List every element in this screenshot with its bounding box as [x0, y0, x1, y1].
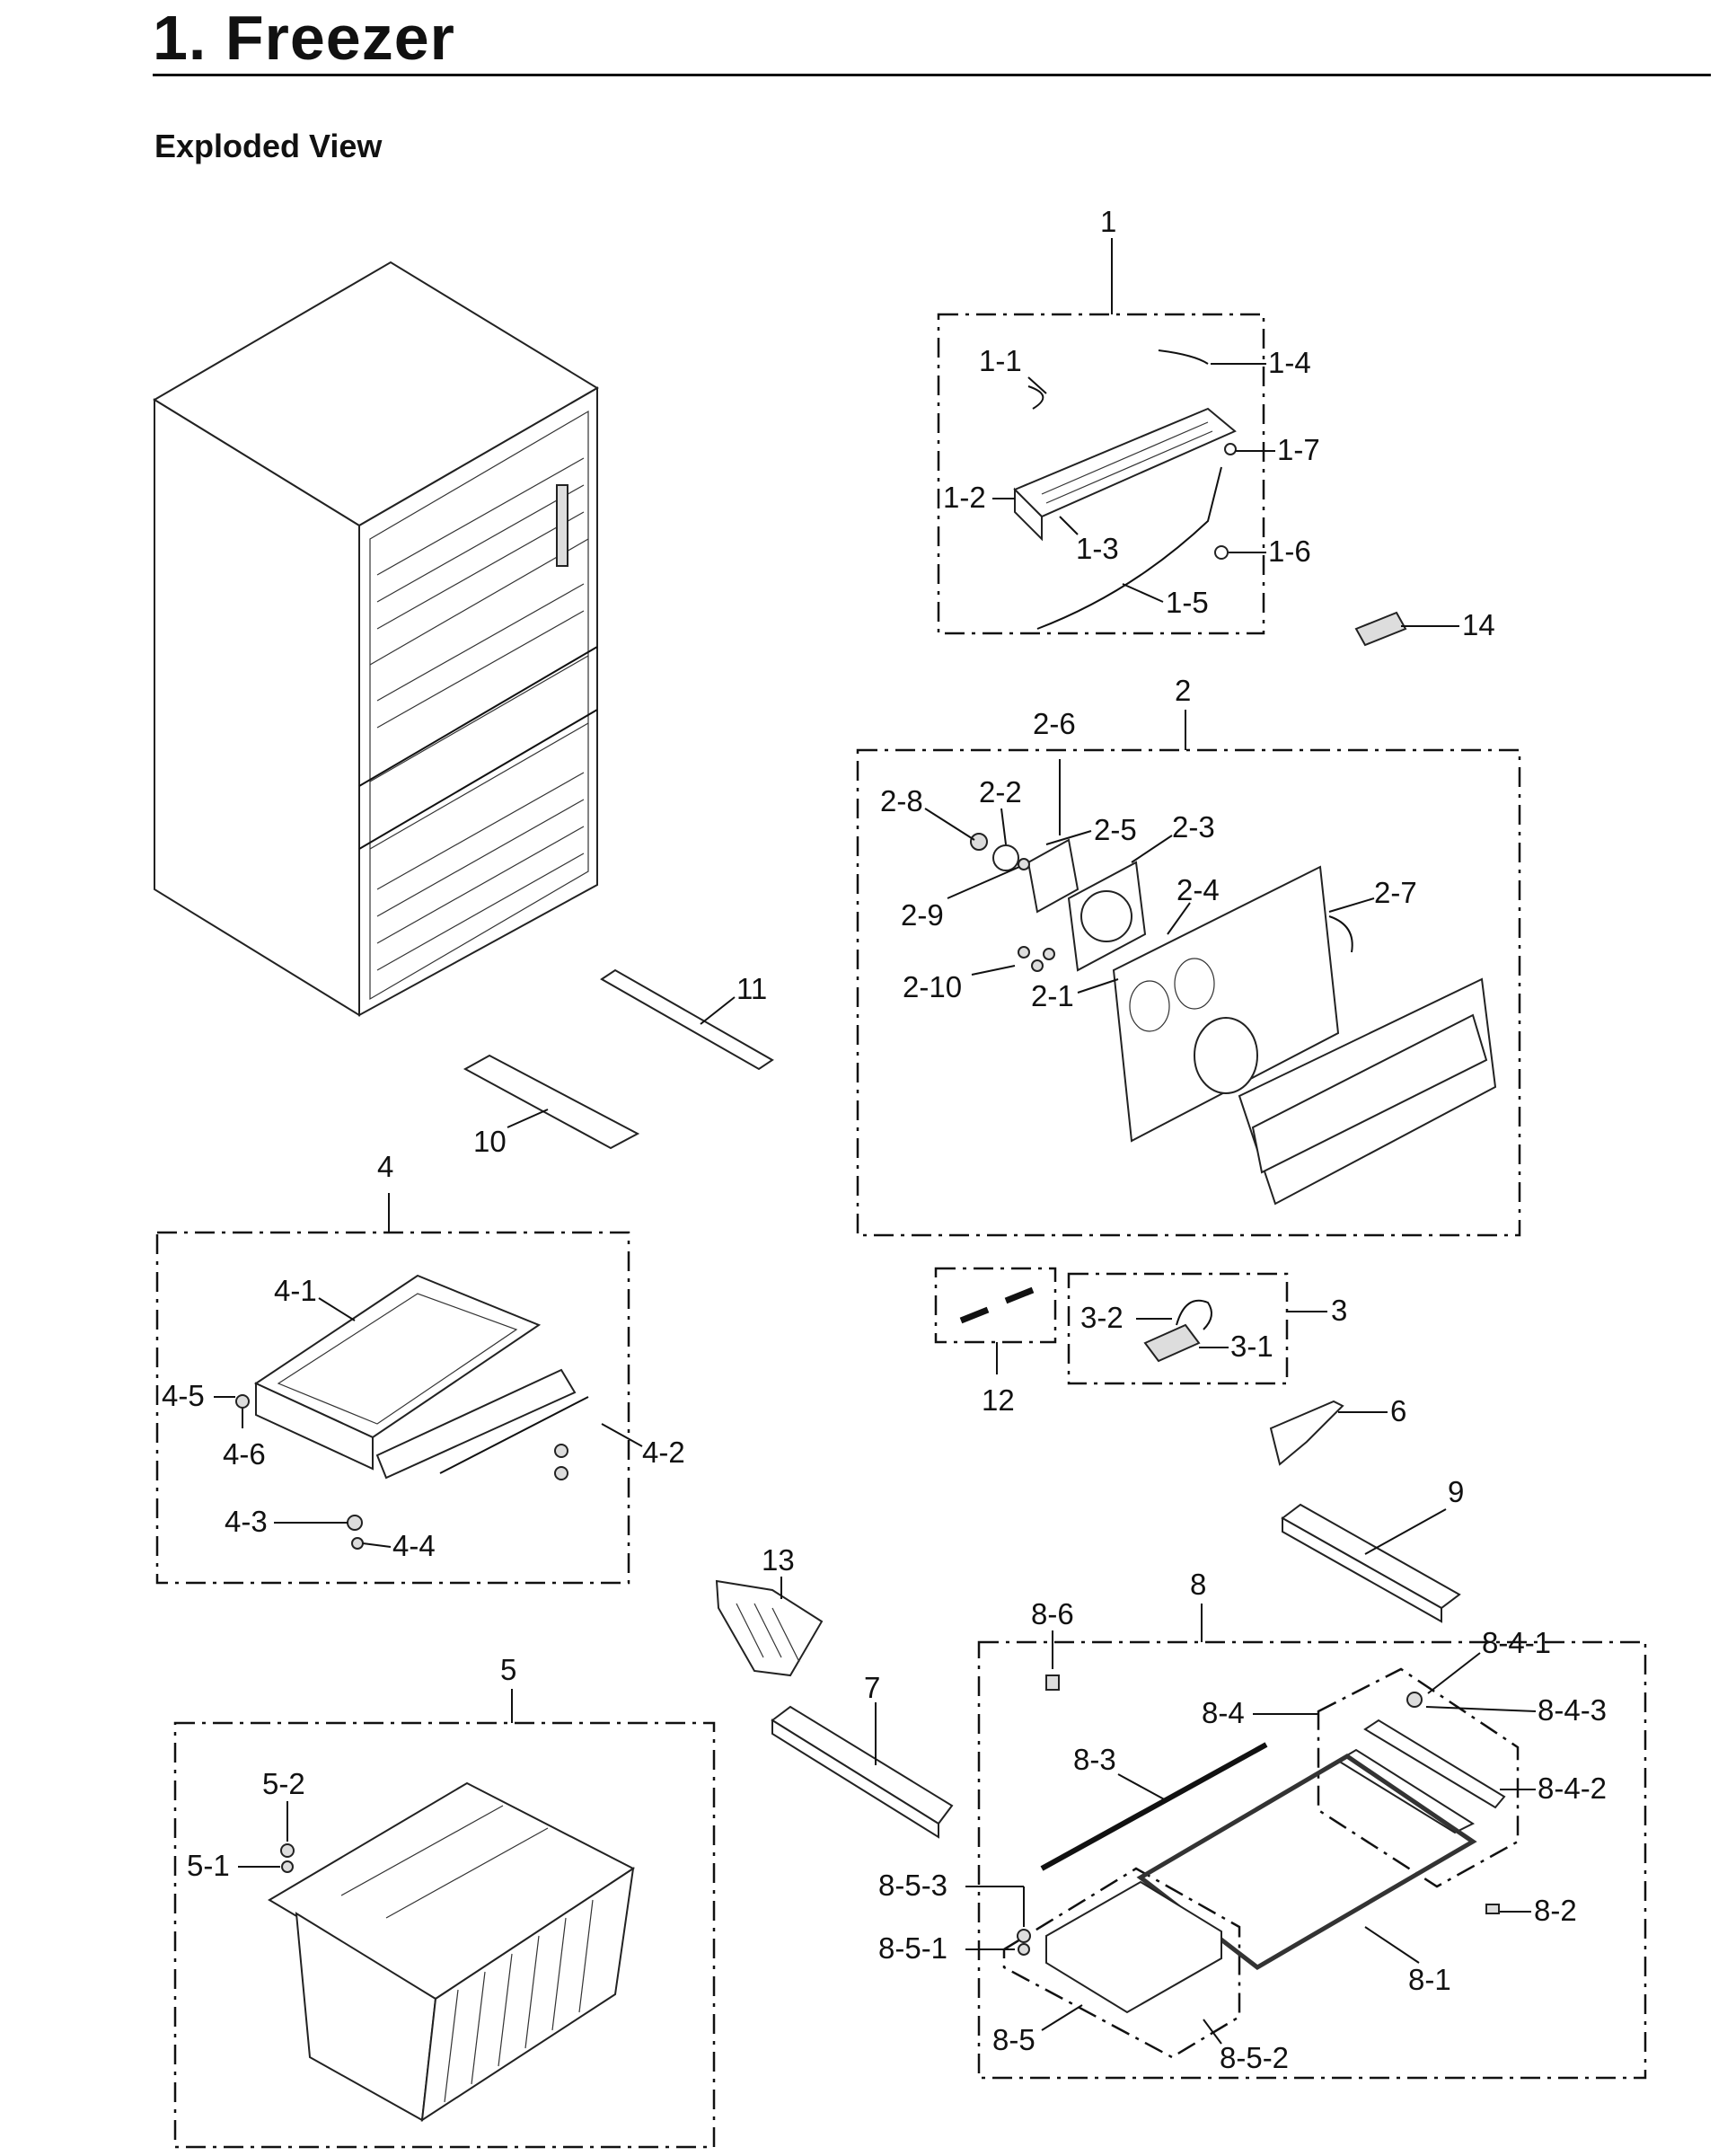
- callout-1-2: 1-2: [943, 481, 986, 514]
- callout-2-2: 2-2: [979, 775, 1022, 808]
- callout-2-8: 2-8: [880, 784, 923, 817]
- callout-14: 14: [1462, 608, 1495, 641]
- callout-2-9: 2-9: [901, 898, 944, 932]
- callout-1-4: 1-4: [1268, 346, 1311, 379]
- callout-2-1: 2-1: [1031, 979, 1074, 1012]
- callout-2-4: 2-4: [1176, 873, 1220, 906]
- callout-8-1: 8-1: [1408, 1963, 1451, 1996]
- callout-5-2: 5-2: [262, 1767, 305, 1800]
- group-8-box: [977, 1640, 1647, 2080]
- callout-4-2: 4-2: [642, 1436, 685, 1469]
- callout-8-4-3: 8-4-3: [1538, 1693, 1607, 1727]
- callout-8-5-2: 8-5-2: [1220, 2041, 1289, 2074]
- part-9: [1281, 1503, 1461, 1610]
- evaporator-assembly: [1013, 349, 1237, 630]
- part-12-b: [1004, 1286, 1035, 1304]
- group-4-box: [155, 1231, 630, 1585]
- sensor-assembly: [1143, 1299, 1212, 1363]
- callout-8-5-3: 8-5-3: [878, 1869, 947, 1902]
- group-2-box: [856, 748, 1521, 1237]
- section-title: 1. Freezer: [153, 3, 455, 73]
- callout-8-3: 8-3: [1073, 1743, 1116, 1776]
- callout-5: 5: [500, 1653, 516, 1686]
- callout-1-7: 1-7: [1277, 433, 1320, 466]
- callout-8: 8: [1190, 1568, 1206, 1601]
- part-11: [600, 968, 774, 1071]
- part-13: [715, 1579, 824, 1677]
- freezer-drawer-assembly: [235, 1274, 589, 1550]
- callout-2-6: 2-6: [1033, 707, 1076, 740]
- callout-8-6: 8-6: [1031, 1597, 1074, 1630]
- callout-4-4: 4-4: [392, 1529, 436, 1562]
- part-8-6: [1045, 1674, 1060, 1691]
- group-8-5-box: [1002, 1867, 1241, 2059]
- callout-1-3: 1-3: [1076, 532, 1119, 565]
- callout-4-1: 4-1: [274, 1274, 317, 1307]
- callout-3-2: 3-2: [1080, 1301, 1124, 1334]
- callout-2-10: 2-10: [903, 970, 962, 1003]
- callout-2-3: 2-3: [1172, 810, 1215, 844]
- callout-8-4-1: 8-4-1: [1482, 1626, 1551, 1659]
- part-6: [1269, 1400, 1344, 1466]
- subtitle: Exploded View: [154, 128, 383, 164]
- callout-8-2: 8-2: [1534, 1894, 1577, 1927]
- part-12-a: [959, 1306, 990, 1324]
- part-10: [463, 1054, 640, 1150]
- group-1-box: [937, 313, 1265, 635]
- callout-11: 11: [736, 972, 767, 1005]
- callout-4-6: 4-6: [223, 1437, 266, 1471]
- callout-2-7: 2-7: [1374, 876, 1417, 909]
- part-8-3: [1040, 1742, 1268, 1871]
- group-5-box: [173, 1721, 716, 2149]
- callout-12: 12: [982, 1383, 1015, 1417]
- callout-13: 13: [762, 1543, 795, 1577]
- callout-8-4: 8-4: [1202, 1696, 1245, 1729]
- callout-8-4-2: 8-4-2: [1538, 1772, 1607, 1805]
- callout-1-1: 1-1: [979, 344, 1022, 377]
- callout-3: 3: [1331, 1294, 1347, 1327]
- part-14: [1354, 611, 1407, 647]
- callout-4-3: 4-3: [225, 1505, 268, 1538]
- callout-10: 10: [473, 1125, 507, 1158]
- callout-3-1: 3-1: [1230, 1330, 1273, 1363]
- callout-1: 1: [1100, 205, 1116, 238]
- callout-7: 7: [864, 1671, 880, 1704]
- group-3-box: [1067, 1272, 1289, 1385]
- title-divider: [153, 74, 1711, 76]
- callout-4: 4: [377, 1150, 393, 1183]
- part-7: [771, 1705, 954, 1825]
- callout-5-1: 5-1: [187, 1849, 230, 1882]
- callout-2: 2: [1175, 674, 1191, 707]
- callout-8-5-1: 8-5-1: [878, 1931, 947, 1965]
- cabinet-illustration: [153, 261, 599, 1017]
- shelf-frame-assembly: [1017, 1754, 1500, 2014]
- group-8-4-box: [1317, 1667, 1520, 1888]
- group-12-box: [934, 1267, 1057, 1344]
- callout-8-5: 8-5: [992, 2023, 1035, 2056]
- callout-2-5: 2-5: [1094, 813, 1137, 846]
- rail-assembly: [1336, 1692, 1506, 1834]
- callout-1-5: 1-5: [1166, 586, 1209, 619]
- callout-4-5: 4-5: [162, 1379, 205, 1412]
- callout-9: 9: [1448, 1475, 1464, 1508]
- freezer-basket: [268, 1781, 635, 2122]
- callout-1-6: 1-6: [1268, 535, 1311, 568]
- fan-and-cover-assembly: [970, 833, 1497, 1206]
- callout-6: 6: [1390, 1394, 1406, 1427]
